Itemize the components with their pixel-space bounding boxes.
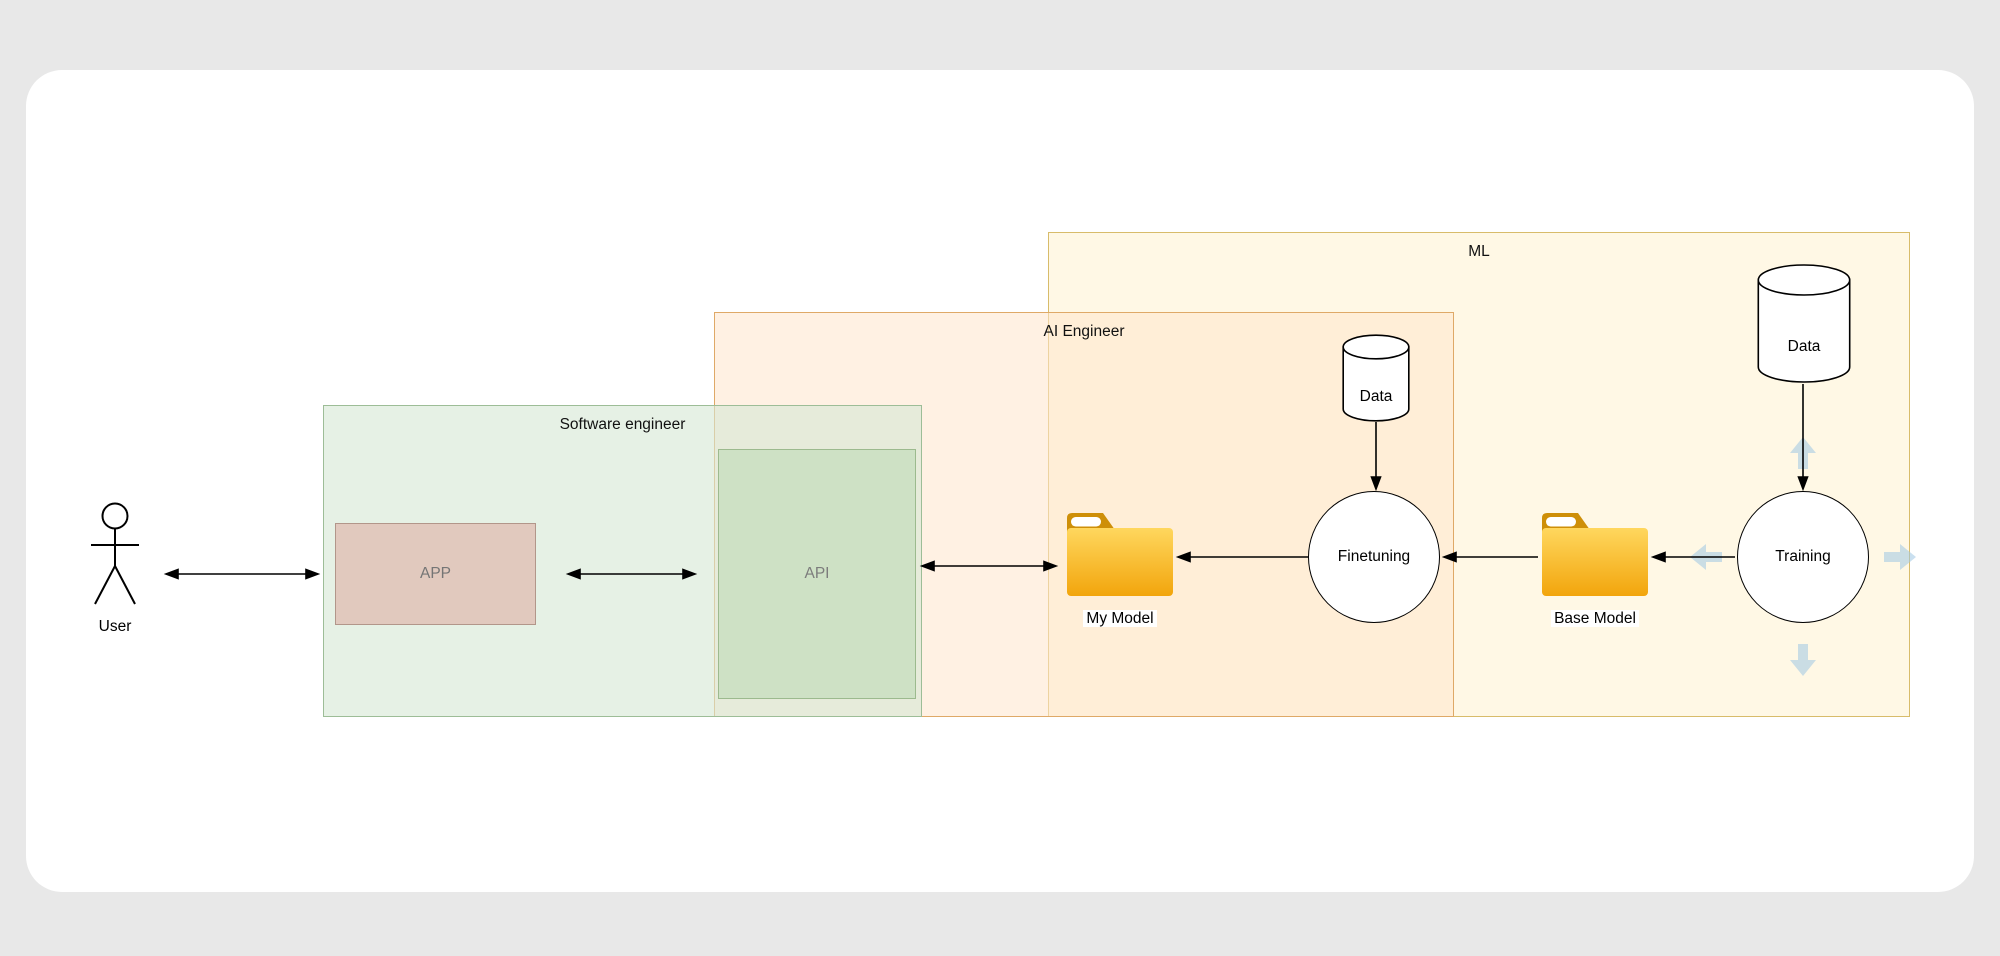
node-finetuning-data-label: Data xyxy=(1359,388,1393,405)
group-ai-engineer-label: AI Engineer xyxy=(1043,323,1125,340)
folder-icon xyxy=(1542,513,1648,596)
database-icon xyxy=(1342,334,1410,422)
user-actor-label: User xyxy=(98,618,132,635)
node-finetuning-label: Finetuning xyxy=(1337,548,1411,565)
database-icon xyxy=(1757,264,1851,383)
folder-icon xyxy=(1067,513,1173,596)
node-training-label: Training xyxy=(1775,548,1831,565)
node-api[interactable]: API xyxy=(718,449,916,699)
node-my-model[interactable]: My Model xyxy=(1065,504,1175,627)
diagram-canvas[interactable]: ML AI Engineer Software engineer xyxy=(26,70,1974,892)
node-api-label: API xyxy=(804,565,830,582)
node-my-model-label: My Model xyxy=(1020,610,1220,628)
node-base-model[interactable]: Base Model xyxy=(1540,504,1650,627)
node-finetuning[interactable]: Finetuning xyxy=(1308,491,1440,623)
node-app-label: APP xyxy=(419,565,451,582)
stick-figure-icon xyxy=(91,502,139,605)
node-training[interactable]: Training xyxy=(1737,491,1869,623)
user-actor[interactable]: User xyxy=(85,502,145,635)
node-training-data[interactable]: Data xyxy=(1757,264,1851,384)
node-training-data-label: Data xyxy=(1787,338,1821,355)
node-base-model-label: Base Model xyxy=(1495,610,1695,628)
group-software-engineer-label: Software engineer xyxy=(559,416,686,433)
node-app[interactable]: APP xyxy=(335,523,536,625)
node-finetuning-data[interactable]: Data xyxy=(1342,334,1410,422)
group-ml-label: ML xyxy=(1468,243,1490,260)
edge-user-software-engineer[interactable] xyxy=(163,568,321,580)
